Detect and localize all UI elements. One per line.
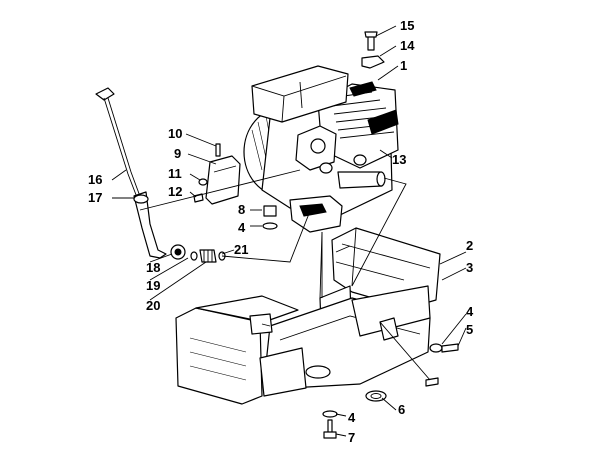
callout-4-right: 4 — [466, 304, 474, 319]
callout-19: 19 — [146, 278, 160, 293]
callout-4-bottom: 4 — [348, 410, 356, 425]
callout-3: 3 — [466, 260, 473, 275]
callout-9: 9 — [174, 146, 181, 161]
callout-17: 17 — [88, 190, 102, 205]
callout-1: 1 — [400, 58, 407, 73]
callout-16: 16 — [88, 172, 102, 187]
callout-11: 11 — [168, 166, 182, 181]
callout-12: 12 — [168, 184, 182, 199]
callout-5: 5 — [466, 322, 473, 337]
engine-assembly — [243, 65, 399, 233]
callout-14: 14 — [400, 38, 415, 53]
callout-15: 15 — [400, 18, 414, 33]
drain-fittings — [170, 244, 226, 263]
callout-2: 2 — [466, 238, 473, 253]
callout-7: 7 — [348, 430, 355, 445]
mount-nut-washer — [262, 205, 278, 230]
callout-13: 13 — [392, 152, 406, 167]
callout-18: 18 — [146, 260, 160, 275]
callouts: 1 2 3 4 5 6 4 7 8 4 9 10 11 12 13 14 15 … — [88, 18, 474, 445]
leader-lines — [111, 25, 467, 437]
throttle-bracket — [193, 143, 241, 205]
callout-6: 6 — [398, 402, 405, 417]
dipstick-assembly — [95, 87, 167, 259]
right-bolt-washer — [425, 343, 459, 387]
callout-4-upper: 4 — [238, 220, 246, 235]
grommet — [365, 390, 387, 402]
callout-8: 8 — [238, 202, 245, 217]
bottom-bolt-washer — [322, 410, 338, 439]
clip-and-screw — [361, 31, 385, 69]
callout-10: 10 — [168, 126, 182, 141]
callout-21: 21 — [234, 242, 248, 257]
callout-20: 20 — [146, 298, 160, 313]
engine-frame — [175, 227, 441, 405]
